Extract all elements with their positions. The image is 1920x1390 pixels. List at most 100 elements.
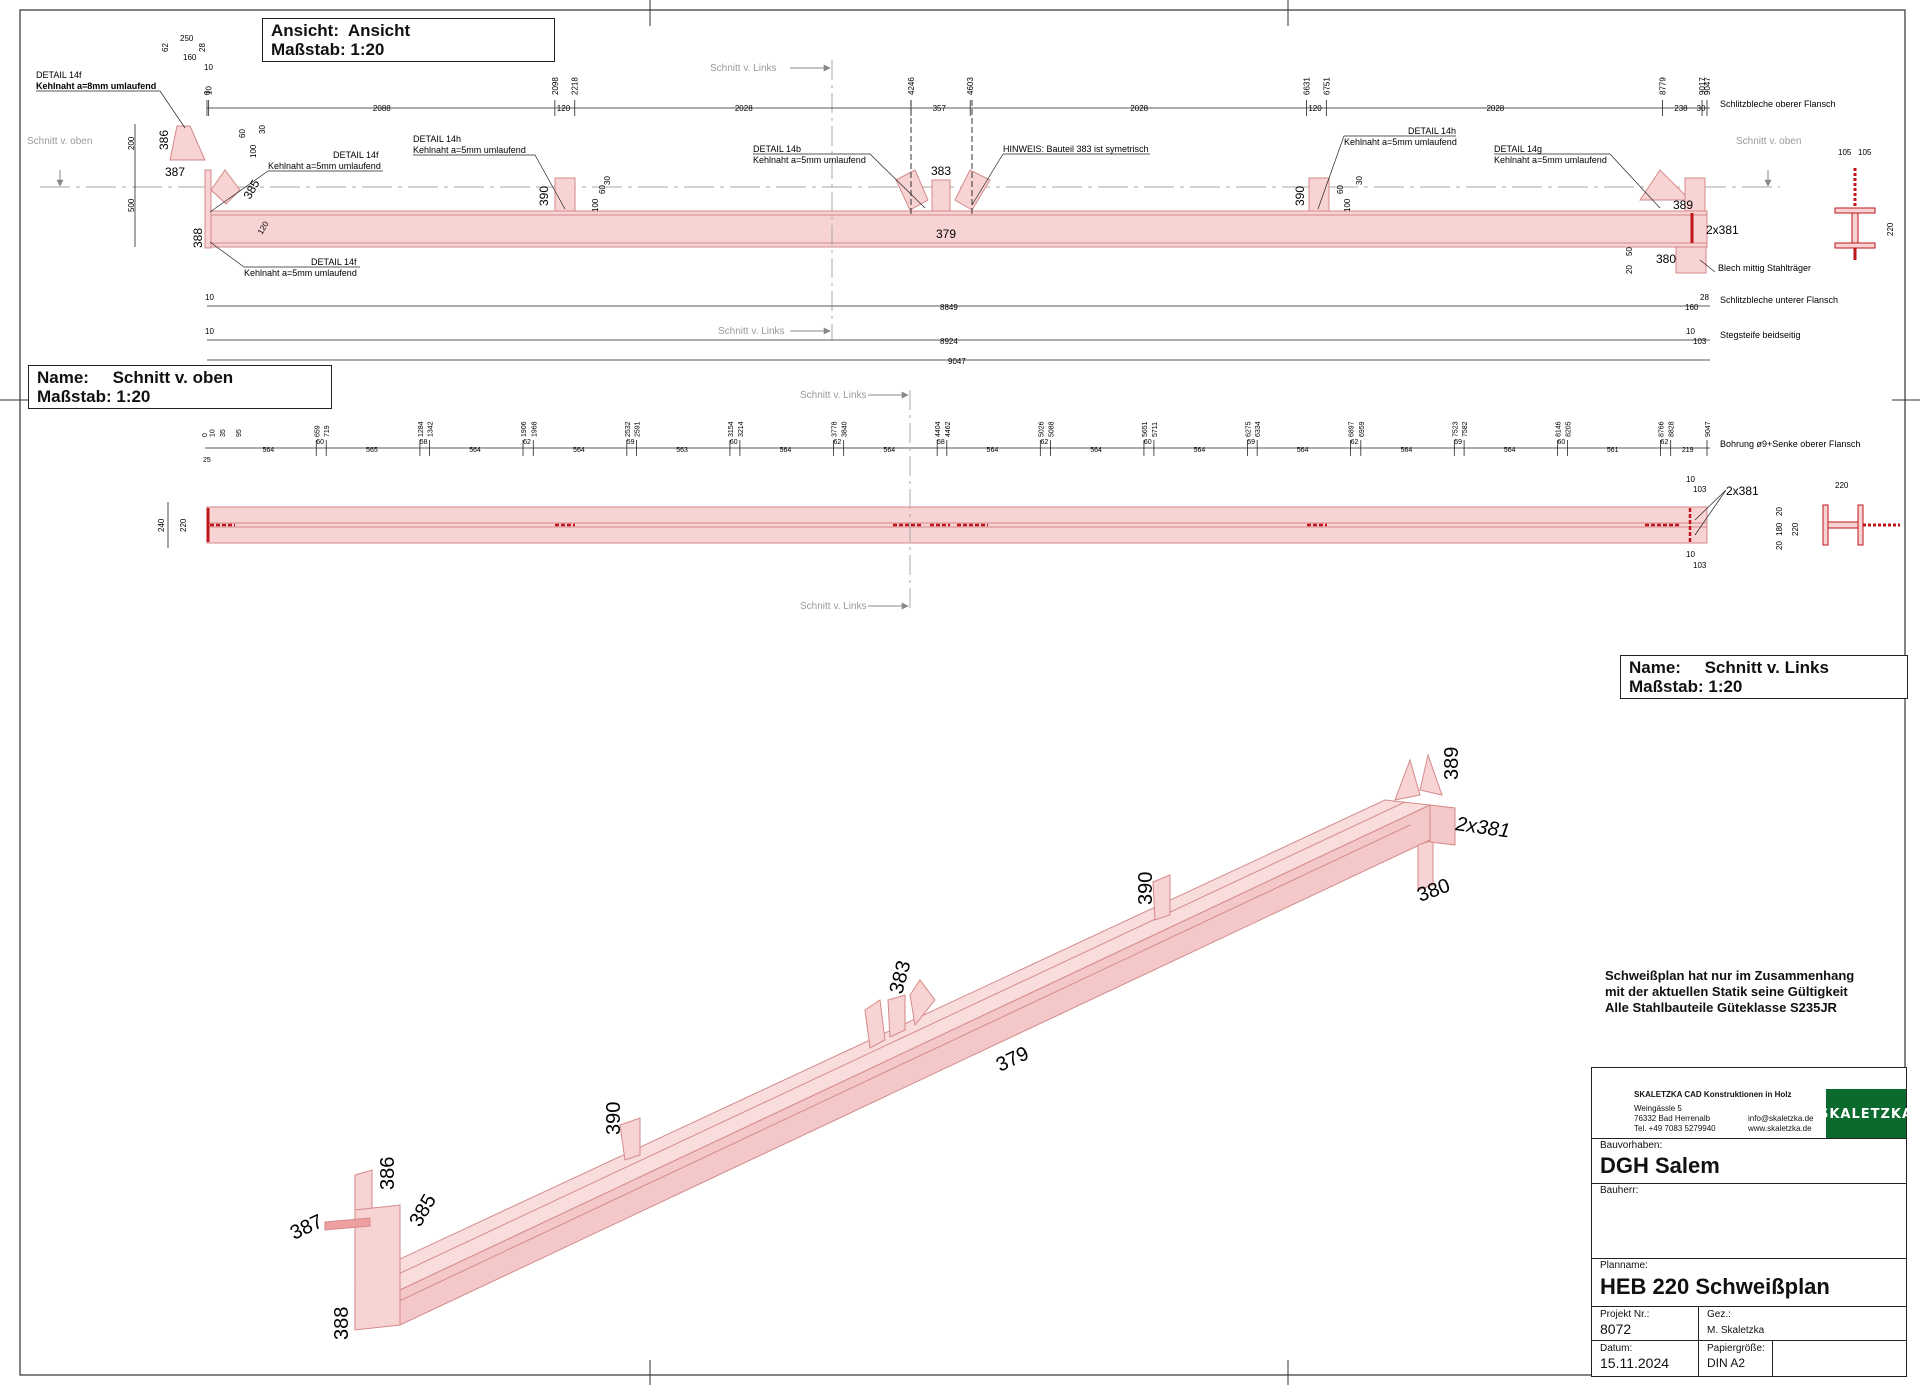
- view-title-links-row-2: Maßstab: 1:20: [1629, 677, 1899, 696]
- dim-label-bohrung: Bohrung ø9+Senke oberer Flansch: [1720, 439, 1860, 449]
- part-389-elev: 389: [1673, 198, 1693, 212]
- part-385-elev: 385: [240, 177, 262, 202]
- dim-gap: 60: [316, 439, 324, 446]
- company-web[interactable]: www.skaletzka.de: [1748, 1124, 1812, 1133]
- dim-mark: 6897: [1349, 421, 1356, 437]
- detail-14g-title: DETAIL 14g: [1494, 144, 1542, 154]
- leader: [1317, 135, 1345, 210]
- dim-value: 10: [204, 63, 213, 72]
- view-scale-label: Maßstab:: [37, 387, 112, 406]
- dim-value: 219: [1682, 447, 1694, 454]
- dim-mark: 2591: [635, 421, 642, 437]
- leader: [159, 90, 186, 129]
- title-block: SKALETZKA CAD Konstruktionen in Holz Wei…: [1591, 1067, 1912, 1377]
- plate-383-iso: [887, 994, 906, 1038]
- dim-mark: 10: [205, 86, 214, 95]
- bauherr-label: Bauherr:: [1600, 1185, 1639, 1196]
- dim-value: 120: [557, 104, 571, 113]
- part-390-elev-left: 390: [537, 186, 551, 206]
- isometric-view: 386 387 385 388 390 383 379 390 389 2x38…: [287, 747, 1512, 1340]
- note-line: mit der aktuellen Statik seine Gültigkei…: [1605, 984, 1848, 999]
- view-name: Schnitt v. oben: [112, 368, 234, 387]
- dim-mark: 8779: [1659, 77, 1668, 95]
- projekt-cell: Projekt Nr.: 8072: [1592, 1306, 1699, 1341]
- dim-mark: 4246: [907, 77, 916, 95]
- plate-383: [895, 169, 929, 211]
- dim-mark: 4404: [935, 421, 942, 437]
- dim-value: 564: [987, 447, 999, 454]
- dim-9047: 9047: [948, 357, 966, 366]
- dim-mark: 2098: [551, 77, 560, 95]
- part-379-elev: 379: [936, 227, 956, 241]
- dim-gap: 59: [627, 439, 635, 446]
- elevation-view: Schnitt v. Links Schnitt v. Links Schnit…: [27, 34, 1895, 366]
- dim-value: 2088: [373, 104, 391, 113]
- dim-label-blech-mittig: Blech mittig Stahlträger: [1718, 263, 1811, 273]
- view-title-oben-row-1: Name: Schnitt v. oben: [37, 368, 323, 387]
- part-386-elev: 386: [157, 130, 171, 150]
- dim-value: 564: [469, 447, 481, 454]
- dim-value: 565: [366, 447, 378, 454]
- dim-mark: 7523: [1452, 421, 1459, 437]
- company-name: SKALETZKA CAD Konstruktionen in Holz: [1634, 1090, 1792, 1099]
- view-name-label: Name:: [37, 368, 89, 387]
- dim-220-c: 220: [1791, 522, 1800, 536]
- plate-388-iso: [354, 1204, 401, 1331]
- dim-100-c: 100: [1343, 198, 1352, 212]
- dim-mark: 6959: [1359, 421, 1366, 437]
- detail-14f-mid-title: DETAIL 14f: [333, 150, 379, 160]
- dim-mark: 95: [236, 429, 243, 437]
- gez-value: M. Skaletzka: [1707, 1325, 1765, 1336]
- dim-105-b: 105: [1858, 148, 1872, 157]
- detail-14h-right-text: Kehlnaht a=5mm umlaufend: [1344, 137, 1457, 147]
- dim-100-a: 100: [249, 144, 258, 158]
- dim-gap: 60: [1144, 439, 1152, 446]
- plate-388: [204, 169, 212, 249]
- section-marker-oben-right: Schnitt v. oben: [1736, 136, 1801, 147]
- part-388-elev: 388: [191, 228, 205, 248]
- part-381-top: 2x381: [1726, 484, 1759, 498]
- dim-value: 28: [198, 43, 207, 52]
- datum-value: 15.11.2024: [1600, 1355, 1670, 1371]
- dim-gap: 59: [1454, 439, 1462, 446]
- view-scale: 1:20: [116, 387, 151, 406]
- dim-105-a: 105: [1838, 148, 1852, 157]
- dim-20-c: 20: [1775, 541, 1784, 550]
- company-email[interactable]: info@skaletzka.de: [1748, 1114, 1814, 1123]
- dim-mark: 1906: [521, 421, 528, 437]
- dim-103-c: 103: [1693, 561, 1707, 570]
- bauvorhaben-cell: Bauvorhaben: DGH Salem: [1592, 1138, 1906, 1184]
- dim-value: 564: [1401, 447, 1413, 454]
- dim-mark: 1968: [531, 421, 538, 437]
- dim-240: 240: [157, 518, 166, 532]
- datum-label: Datum:: [1600, 1343, 1633, 1354]
- dim-mark: 6275: [1245, 421, 1252, 437]
- dim-value: 2028: [1130, 104, 1148, 113]
- beam-379-top: [206, 506, 1708, 544]
- dim-50: 50: [1625, 247, 1634, 256]
- dim-value: 160: [183, 53, 197, 62]
- dim-mark: 35: [220, 429, 227, 437]
- company-logo: SKALETZKA: [1819, 1089, 1912, 1139]
- view-title-links-row-1: Name: Schnitt v. Links: [1629, 658, 1899, 677]
- dim-mark: 5088: [1049, 421, 1056, 437]
- dim-mark: 6334: [1255, 421, 1262, 437]
- plate-390-left: [554, 177, 576, 212]
- part-387-iso: 387: [287, 1210, 327, 1244]
- view-scale: 1:20: [350, 40, 385, 59]
- beam-379-iso-side: [399, 804, 1431, 1326]
- papier-divider: [1772, 1340, 1774, 1376]
- dim-mark: 1342: [428, 421, 435, 437]
- dim-value: 564: [1297, 447, 1309, 454]
- plate-387-iso: [324, 1217, 371, 1231]
- dim-mark: 8766: [1658, 421, 1665, 437]
- dim-label-stegsteife: Stegsteife beidseitig: [1720, 330, 1801, 340]
- dim-value: 120: [1308, 104, 1322, 113]
- dim-103: 103: [1693, 337, 1707, 346]
- view-title-ansicht-row-1: Ansicht: Ansicht: [271, 21, 546, 40]
- part-389-iso: 389: [1441, 747, 1463, 780]
- dim-220-d: 220: [1835, 481, 1849, 490]
- dim-220-b: 220: [179, 518, 188, 532]
- hinweis-text: HINWEIS: Bauteil 383 ist symetrisch: [1003, 144, 1149, 154]
- dim-mark: 9047: [1705, 421, 1712, 437]
